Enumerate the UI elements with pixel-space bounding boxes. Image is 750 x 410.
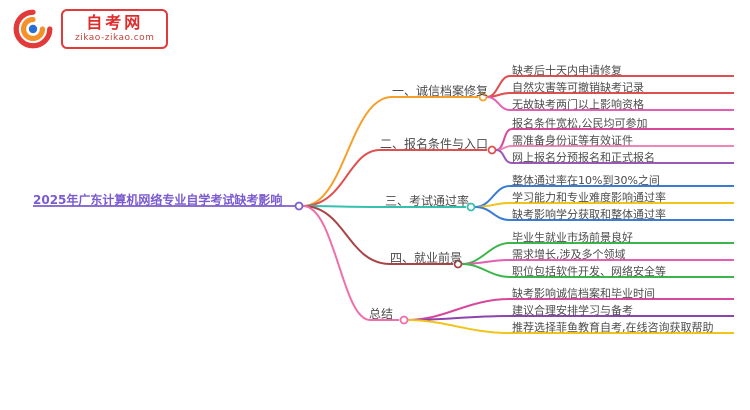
branch-label-2[interactable]: 二、报名条件与入口 bbox=[380, 137, 489, 151]
branch-line bbox=[302, 96, 478, 207]
leaf-line bbox=[474, 206, 734, 221]
leaf-text[interactable]: 整体通过率在10%到30%之间 bbox=[512, 174, 660, 187]
leaf-text[interactable]: 需求增长,涉及多个领域 bbox=[512, 248, 626, 261]
leaf-text[interactable]: 毕业生就业市场前景良好 bbox=[512, 231, 633, 244]
leaf-text[interactable]: 缺考影响学分获取和整体通过率 bbox=[512, 208, 666, 221]
leaf-line bbox=[486, 96, 734, 111]
leaf-text[interactable]: 推荐选择菲鱼教育自考,在线咨询获取帮助 bbox=[512, 321, 714, 334]
zikao-logo-icon bbox=[13, 9, 53, 49]
logo-text-box: 自考网 zikao-zikao.com bbox=[61, 9, 169, 49]
logo-url: zikao-zikao.com bbox=[75, 32, 155, 43]
leaf-line bbox=[495, 149, 734, 164]
branch-line bbox=[302, 149, 487, 207]
logo-title: 自考网 bbox=[86, 13, 144, 33]
leaf-text[interactable]: 建议合理安排学习与备考 bbox=[512, 304, 633, 317]
leaf-text[interactable]: 职位包括软件开发、网络安全等 bbox=[512, 265, 666, 278]
central-node-circle bbox=[294, 201, 304, 211]
branch-node-circle bbox=[466, 202, 476, 212]
branch-label-4[interactable]: 四、就业前景 bbox=[390, 251, 463, 265]
branch-label-5[interactable]: 总结 bbox=[369, 307, 394, 321]
leaf-text[interactable]: 学习能力和专业难度影响通过率 bbox=[512, 191, 666, 204]
leaf-line bbox=[407, 319, 734, 334]
branch-label-3[interactable]: 三、考试通过率 bbox=[385, 194, 470, 208]
branch-line bbox=[302, 205, 453, 265]
branch-line bbox=[302, 205, 466, 208]
leaf-text[interactable]: 报名条件宽松,公民均可参加 bbox=[512, 117, 648, 130]
leaf-text[interactable]: 无故缺考两门以上影响资格 bbox=[512, 98, 644, 111]
leaf-text[interactable]: 缺考后十天内申请修复 bbox=[512, 64, 622, 77]
leaf-text[interactable]: 缺考影响诚信档案和毕业时间 bbox=[512, 287, 655, 300]
branch-line bbox=[302, 205, 399, 321]
leaf-text[interactable]: 自然灾害等可撤销缺考记录 bbox=[512, 81, 644, 94]
branch-label-1[interactable]: 一、诚信档案修复 bbox=[392, 84, 489, 98]
site-logo[interactable]: 自考网 zikao-zikao.com bbox=[12, 8, 169, 50]
leaf-text[interactable]: 需准备身份证等有效证件 bbox=[512, 134, 633, 147]
branch-node-circle bbox=[399, 315, 409, 325]
branch-node-circle bbox=[487, 145, 497, 155]
leaf-text[interactable]: 网上报名分预报名和正式报名 bbox=[512, 151, 655, 164]
leaf-line bbox=[461, 263, 734, 278]
branch-node-circle bbox=[478, 92, 488, 102]
branch-node-circle bbox=[453, 259, 463, 269]
central-topic[interactable]: 2025年广东计算机网络专业自学考试缺考影响 bbox=[33, 193, 283, 207]
